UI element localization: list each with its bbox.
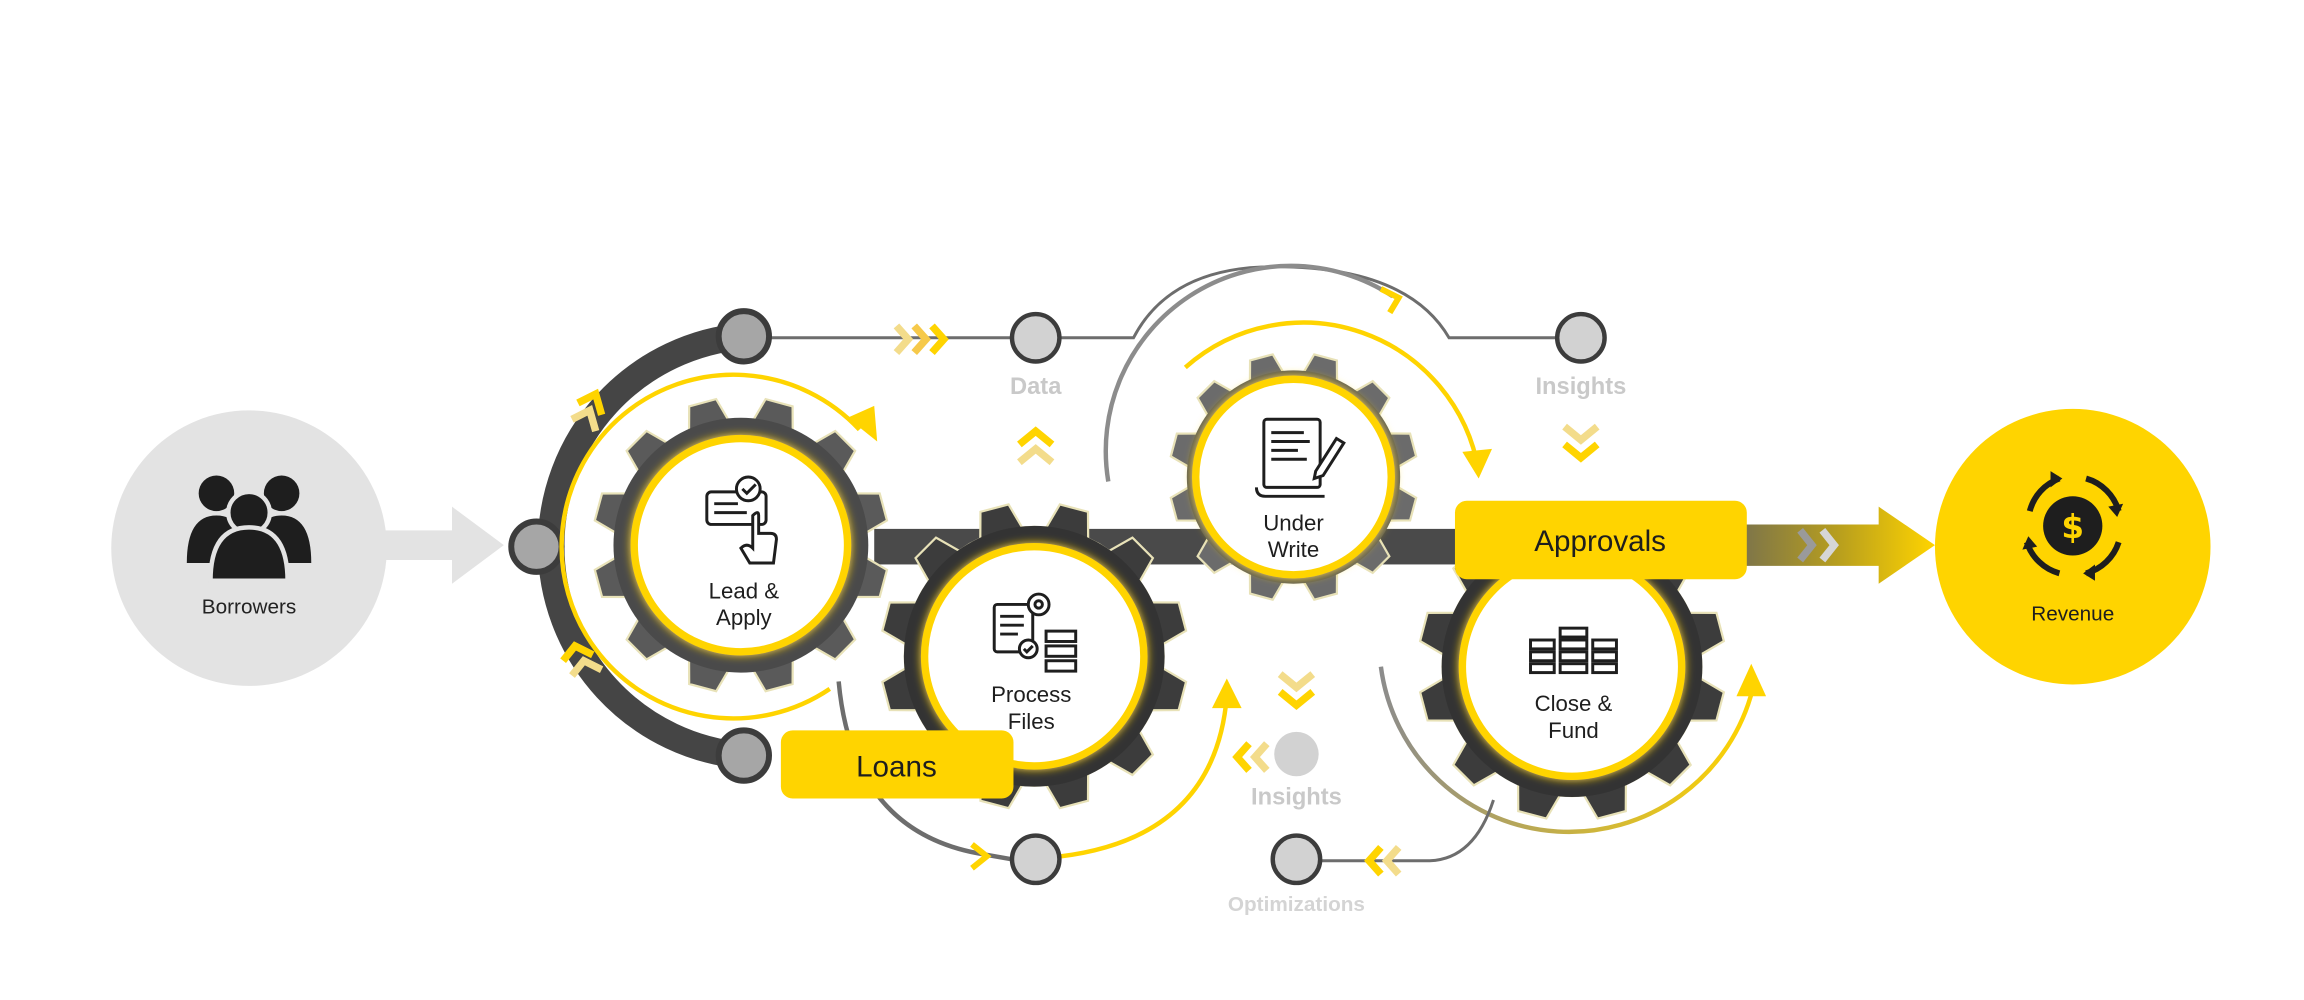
- intake-arc-chevrons: [560, 388, 606, 678]
- loans-tag-label: Loans: [856, 750, 937, 783]
- data-node: [1009, 311, 1062, 364]
- approvals-tag-label: Approvals: [1534, 525, 1666, 558]
- svg-text:$: $: [2061, 508, 2084, 546]
- people-group-icon: [186, 475, 312, 583]
- close-fund-arrowhead: [1736, 663, 1767, 697]
- revenue-flow-arrow: [1718, 506, 1935, 584]
- contract-pen-icon: [1254, 417, 1346, 498]
- under-write-gear: Under Write: [1169, 353, 1418, 601]
- loans-tag: [780, 730, 1014, 799]
- process-files-arrowhead: [1212, 678, 1242, 709]
- dollar-cycle-icon: $: [2022, 471, 2124, 581]
- under-write-label-line2: Write: [1268, 537, 1319, 562]
- insights-left-chevrons: [1232, 741, 1270, 773]
- borrowers-flow-arrow: [382, 506, 504, 584]
- insights-down-chevrons: [1562, 423, 1600, 463]
- loans-return-curve: [836, 681, 1013, 862]
- insights-top-node: [1554, 311, 1607, 364]
- close-fund-gear: Close & Fund: [1418, 513, 1726, 820]
- bottom-left-node: [715, 727, 772, 784]
- process-files-gear: Process Files: [881, 503, 1188, 810]
- optimizations-connector: [1318, 799, 1495, 863]
- process-files-label-line2: Files: [1008, 709, 1055, 734]
- approvals-chevrons: [1797, 528, 1839, 563]
- under-write-arc-yellow: [1183, 320, 1481, 472]
- intake-node: [508, 518, 565, 575]
- insights-bottom-node: [1274, 731, 1319, 777]
- insights-bottom-label: Insights: [1251, 784, 1342, 810]
- under-write-arc-gray: [1103, 263, 1394, 482]
- insights-bottom-down-chevrons: [1277, 671, 1316, 710]
- lead-apply-label-line1: Lead &: [709, 579, 780, 604]
- optimizations-node: [1270, 833, 1323, 886]
- close-fund-arc: [1378, 666, 1755, 835]
- data-chevrons: [893, 323, 949, 356]
- data-up-chevrons: [1017, 426, 1055, 466]
- lead-apply-arrowhead: [847, 405, 878, 442]
- optimizations-chevrons: [1364, 844, 1402, 877]
- approvals-tag: [1454, 500, 1747, 580]
- top-left-node: [715, 308, 772, 365]
- under-write-top-chevron: [1379, 286, 1403, 315]
- document-gear-icon: [992, 592, 1078, 673]
- form-check-hand-icon: [705, 475, 778, 565]
- top-connector-line: [770, 265, 1556, 340]
- bottom-chevron: [970, 842, 992, 871]
- lead-apply-arc-yellow: [559, 372, 862, 721]
- lead-apply-label-line2: Apply: [716, 605, 772, 630]
- bottom-center-node: [1009, 833, 1062, 886]
- close-fund-label-line1: Close &: [1535, 691, 1613, 716]
- insights-top-label: Insights: [1535, 374, 1626, 400]
- revenue-node: $ Revenue: [1934, 408, 2211, 685]
- process-files-arc-yellow: [1060, 696, 1230, 859]
- optimizations-label: Optimizations: [1228, 893, 1365, 916]
- borrowers-node: Borrowers: [111, 410, 387, 686]
- under-write-label-line1: Under: [1263, 510, 1324, 535]
- lead-apply-gear: Lead & Apply: [593, 397, 889, 693]
- borrowers-label: Borrowers: [202, 595, 296, 618]
- under-write-arrowhead: [1462, 448, 1492, 479]
- coin-stacks-icon: [1529, 626, 1618, 675]
- data-label: Data: [1010, 374, 1062, 400]
- lead-apply-gear-hub: [630, 434, 852, 656]
- close-fund-label-line2: Fund: [1548, 718, 1599, 743]
- process-files-label-line1: Process: [991, 682, 1071, 707]
- revenue-label: Revenue: [2031, 603, 2114, 626]
